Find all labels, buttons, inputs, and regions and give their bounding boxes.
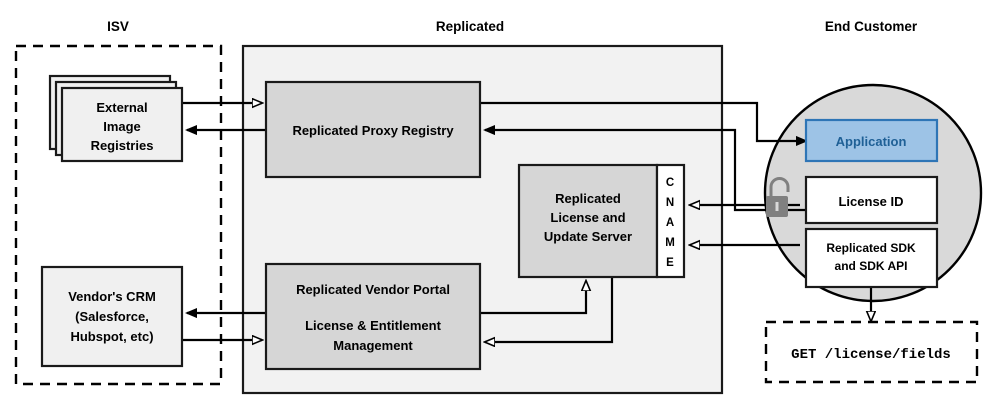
crm-line-3: Hubspot, etc) [70,329,153,344]
node-external-image-registries[interactable]: External Image Registries [48,74,184,163]
license-server-line-1: Replicated [555,191,621,206]
node-replicated-proxy-registry[interactable]: Replicated Proxy Registry [264,80,482,179]
vendor-portal-box [264,262,482,371]
node-api-endpoint[interactable]: GET /license/fields [764,320,979,384]
node-vendors-crm[interactable]: Vendor's CRM (Salesforce, Hubspot, etc) [40,265,184,368]
connection-proxy-to-application [480,101,806,141]
proxy-registry-box [264,80,482,179]
registries-line-3: Registries [91,138,154,153]
cname-letter-m: M [665,237,675,249]
node-cname-strip[interactable]: C N A M E [655,163,686,279]
vendor-portal-line-2: License & Entitlement [305,318,441,333]
vendor-portal-line-1: Replicated Vendor Portal [296,282,450,297]
replicated-sdk-box [804,227,939,289]
zone-boundary-isv [14,44,223,386]
registries-line-1: External [96,100,147,115]
zone-title-replicated: Replicated [436,19,504,34]
unlock-icon [766,177,790,217]
cname-letter-e: E [666,257,674,269]
license-server-line-3: Update Server [544,229,632,244]
crm-line-2: (Salesforce, [75,309,149,324]
node-replicated-license-update-server[interactable]: Replicated License and Update Server [517,163,659,279]
crm-line-1: Vendor's CRM [68,289,156,304]
crm-box [40,265,184,368]
cname-letter-n: N [666,197,674,209]
registry-stack-front [60,86,184,163]
connection-license-server-to-portal [485,277,614,342]
zone-title-isv: ISV [107,19,129,34]
license-id-box [804,175,939,225]
license-server-line-2: License and [550,210,625,225]
registries-line-2: Image [103,119,141,134]
cname-letter-c: C [666,177,674,189]
node-application[interactable]: Application [804,118,939,163]
node-replicated-vendor-portal[interactable]: Replicated Vendor Portal License & Entit… [264,262,482,371]
proxy-registry-label: Replicated Proxy Registry [292,123,454,138]
api-endpoint-box [764,320,979,384]
zone-title-end-customer: End Customer [825,19,918,34]
replicated-sdk-line-1: Replicated SDK [826,241,916,255]
node-license-id[interactable]: License ID [804,175,939,225]
connection-portal-to-license-server [480,281,586,315]
replicated-sdk-line-2: and SDK API [835,259,908,273]
application-label: Application [836,134,907,149]
cname-box [655,163,686,279]
license-id-label: License ID [838,194,903,209]
vendor-portal-line-3: Management [333,338,413,353]
api-endpoint-label: GET /license/fields [791,347,951,363]
license-server-box [517,163,659,279]
node-replicated-sdk[interactable]: Replicated SDK and SDK API [804,227,939,289]
application-box [804,118,939,163]
cname-letter-a: A [666,217,674,229]
